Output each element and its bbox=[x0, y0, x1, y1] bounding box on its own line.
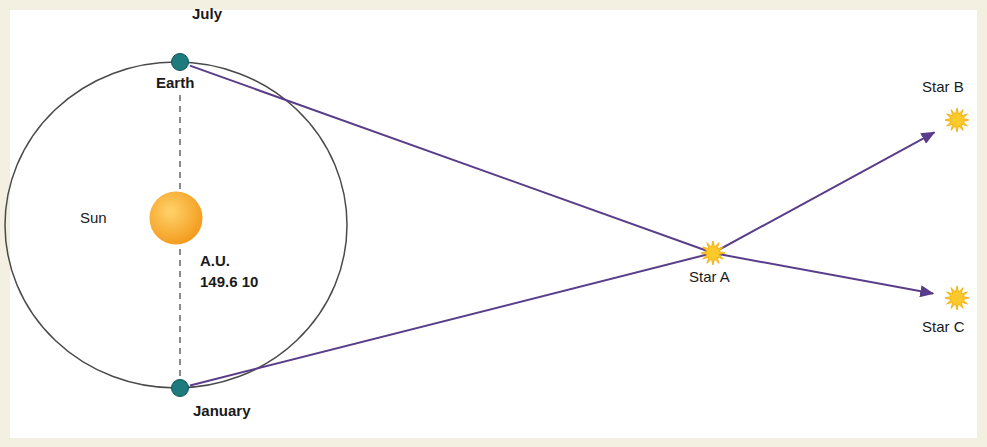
node-label: Star C bbox=[922, 318, 965, 336]
node-label: Star B bbox=[922, 78, 964, 96]
star-symbol bbox=[945, 108, 969, 132]
node-label: Sun bbox=[80, 209, 107, 227]
earth-symbol bbox=[171, 53, 189, 71]
node-label: Star A bbox=[689, 268, 730, 286]
earth-symbol bbox=[171, 379, 189, 397]
star-a: Star A bbox=[701, 241, 725, 265]
earth-orbit bbox=[5, 62, 347, 388]
distance-value: 149.6 10 bbox=[200, 273, 258, 291]
sun-symbol bbox=[149, 191, 203, 245]
unit-label: A.U. bbox=[200, 252, 230, 270]
node-label: January bbox=[193, 402, 251, 420]
node-label: July bbox=[192, 5, 222, 23]
star-symbol bbox=[945, 286, 969, 310]
sight-line bbox=[190, 132, 935, 385]
star-b: Star B bbox=[945, 108, 969, 132]
panel bbox=[10, 10, 977, 438]
star-symbol bbox=[701, 241, 725, 265]
node-label: Earth bbox=[156, 74, 194, 92]
sight-line bbox=[190, 66, 933, 294]
earth-july: JulyEarth bbox=[171, 53, 189, 71]
sun: Sun bbox=[149, 191, 203, 245]
star-c: Star C bbox=[945, 286, 969, 310]
earth-january: January bbox=[171, 379, 189, 397]
